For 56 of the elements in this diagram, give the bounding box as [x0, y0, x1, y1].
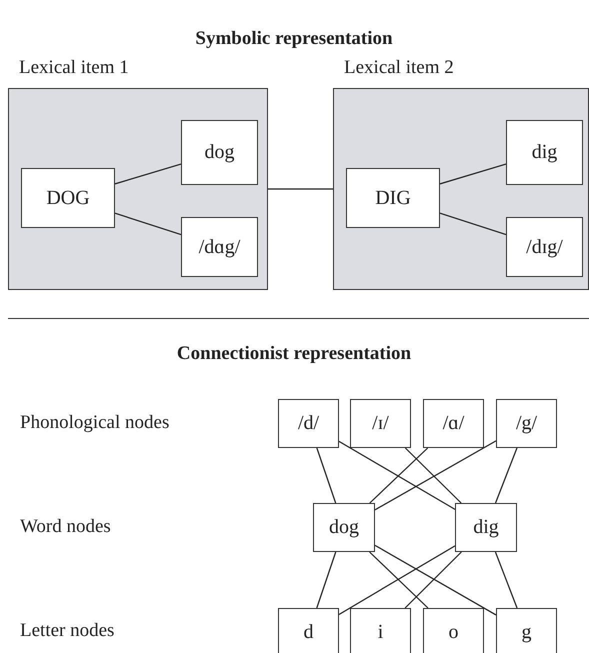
- node-box: [506, 217, 583, 277]
- row-label: Word nodes: [20, 516, 111, 538]
- node-label: o: [448, 621, 458, 644]
- node-box: [21, 168, 115, 228]
- connector-line: [440, 164, 506, 184]
- connector-line: [114, 212, 182, 236]
- node-label: /dɑg/: [198, 236, 240, 258]
- connector-line: [114, 164, 182, 184]
- connector-line: [268, 188, 333, 190]
- row-label: Letter nodes: [20, 620, 114, 642]
- connector-line: [494, 448, 518, 504]
- connector-line: [338, 545, 456, 615]
- connector-line: [404, 552, 462, 608]
- node-box: [350, 608, 411, 653]
- node-label: /dɪg/: [526, 236, 563, 258]
- section-title: Symbolic representation: [195, 28, 393, 50]
- node-box: [181, 217, 258, 277]
- connector-line: [316, 552, 336, 608]
- connector-line: [369, 448, 428, 504]
- node-label: g: [522, 621, 532, 644]
- node-label: dig: [473, 516, 499, 539]
- node-box: [455, 503, 517, 552]
- connector-line: [374, 440, 496, 510]
- row-label: Phonological nodes: [20, 412, 170, 434]
- node-box: [423, 399, 484, 448]
- node-label: DIG: [375, 186, 411, 210]
- node-box: [313, 503, 375, 552]
- node-label: /d/: [298, 412, 320, 435]
- node-label: /ɑ/: [442, 412, 464, 435]
- node-label: /ɪ/: [372, 412, 389, 435]
- node-box: [496, 399, 557, 448]
- node-box: [346, 168, 440, 228]
- node-box: [278, 399, 339, 448]
- connector-line: [338, 440, 456, 510]
- node-box: [181, 120, 258, 185]
- panel-heading: Lexical item 1: [19, 57, 129, 79]
- connector-line: [374, 544, 496, 616]
- node-label: dig: [532, 141, 558, 164]
- connector-line: [369, 552, 428, 608]
- connector-line: [440, 212, 506, 236]
- node-label: /g/: [516, 412, 538, 435]
- section-title: Connectionist representation: [176, 343, 412, 365]
- node-label: dog: [204, 141, 234, 164]
- node-label: dog: [329, 516, 359, 539]
- panel-heading: Lexical item 2: [344, 57, 454, 79]
- connector-line: [494, 552, 518, 608]
- node-box: [423, 608, 484, 653]
- node-box: [278, 608, 339, 653]
- node-label: d: [304, 621, 314, 644]
- connector-line: [316, 448, 336, 504]
- node-label: DOG: [46, 186, 90, 210]
- node-box: [506, 120, 583, 185]
- node-label: i: [378, 621, 384, 644]
- connector-line: [404, 448, 462, 504]
- node-box: [350, 399, 411, 448]
- node-box: [496, 608, 557, 653]
